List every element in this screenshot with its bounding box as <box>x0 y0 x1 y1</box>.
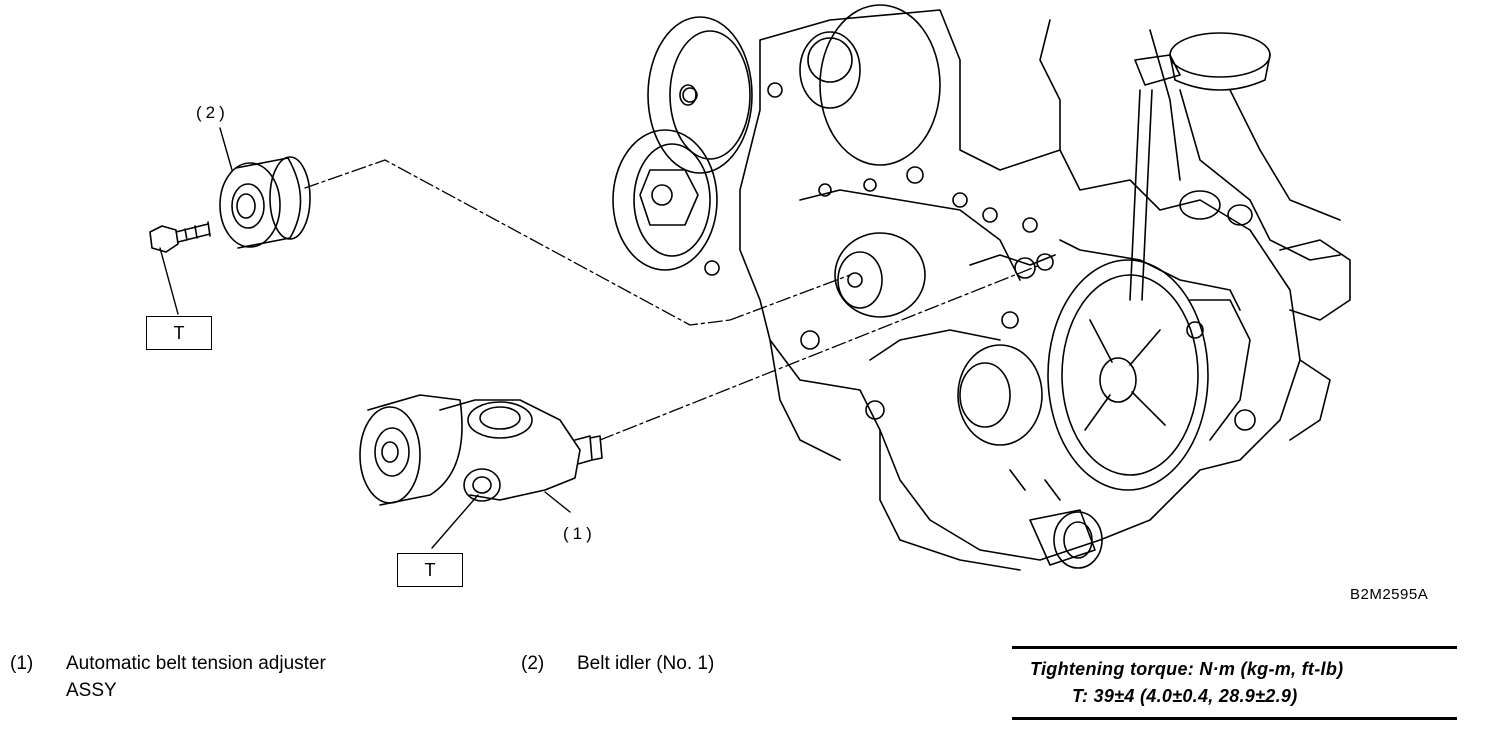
torque-value: T: 39±4 (4.0±0.4, 28.9±2.9) <box>1072 686 1298 706</box>
legend-label: Automatic belt tension adjuster <box>66 653 326 674</box>
legend-number: (1) <box>10 653 34 674</box>
belt-idler-no1 <box>219 156 311 249</box>
belt-idler-on-engine <box>834 232 926 318</box>
oil-filler-neck <box>1134 32 1341 261</box>
crank-pulley-upper <box>647 16 753 174</box>
water-pump-pulley <box>1047 259 1251 491</box>
belt-tension-adjuster <box>359 394 603 506</box>
tensioner-stud-region <box>969 239 1241 311</box>
legend-label: Belt idler (No. 1) <box>577 653 715 674</box>
torque-spec: Tightening torque: N·m (kg-m, ft-lb) T: … <box>1012 646 1457 720</box>
callout-idler-number: (2) <box>196 103 229 122</box>
legend-number: (2) <box>521 653 545 674</box>
alignment-lines <box>304 159 1041 441</box>
engine-exploded-diagram <box>149 4 1351 571</box>
callout-adjuster-number: (1) <box>563 524 596 543</box>
cam-pulley-left <box>612 129 718 271</box>
dipstick-tube <box>1129 89 1153 301</box>
cam-pulley-right <box>799 4 941 166</box>
engine-block <box>682 9 1351 571</box>
figure-id: B2M2595A <box>1350 586 1429 603</box>
legend-item-adjuster: (1) Automatic belt tension adjuster ASSY <box>10 650 470 710</box>
torque-box-adjuster: T <box>397 553 463 587</box>
outlet-pipe <box>1009 469 1103 569</box>
legend-label-continued: ASSY <box>66 680 117 701</box>
leader-lines <box>159 127 571 549</box>
sprocket-lower <box>957 344 1043 446</box>
idler-bolt <box>149 221 211 253</box>
torque-rule-top <box>1012 646 1457 649</box>
torque-heading: Tightening torque: N·m (kg-m, ft-lb) <box>1030 659 1344 679</box>
legend-item-idler: (2) Belt idler (No. 1) <box>521 650 821 680</box>
torque-box-idler: T <box>146 316 212 350</box>
torque-rule-bottom <box>1012 717 1457 720</box>
